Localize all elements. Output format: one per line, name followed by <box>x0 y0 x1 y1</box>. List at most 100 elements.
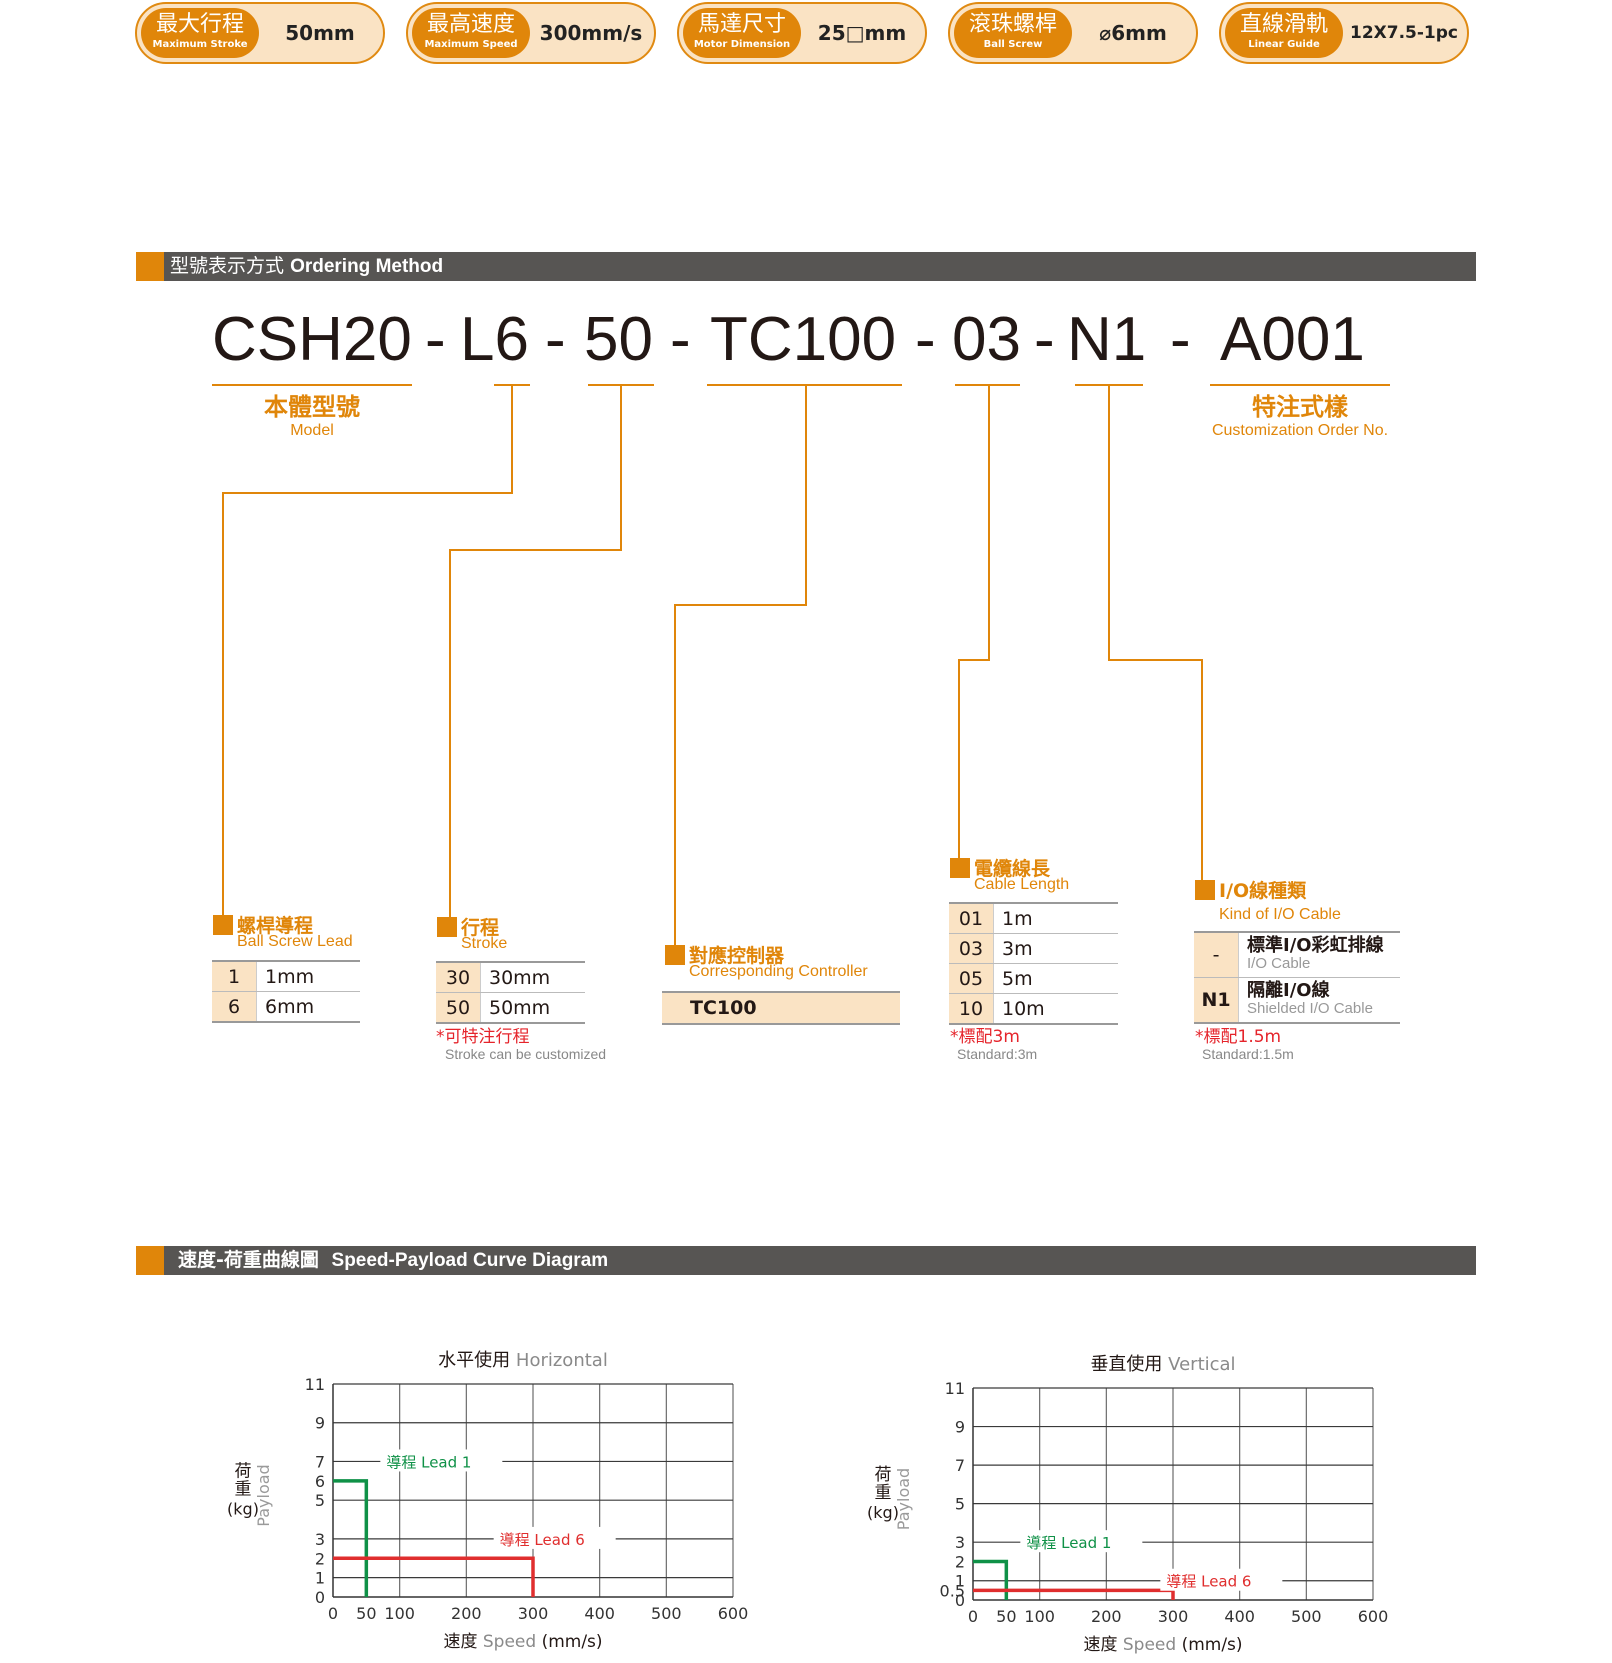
y-tick-label: 5 <box>315 1491 325 1510</box>
code-dash: - <box>545 305 566 374</box>
series-label: 導程 Lead 6 <box>500 1531 585 1549</box>
spec-label: 最高速度 Maximum Speed <box>412 8 530 58</box>
code-dash: - <box>670 305 691 374</box>
connector-lead <box>222 492 224 920</box>
spec-motor-dimension: 馬達尺寸 Motor Dimension 25□mm <box>677 2 927 64</box>
x-axis-label: 速度 Speed (mm/s) <box>1083 1635 1242 1655</box>
code-stroke: 50 <box>584 305 653 374</box>
underline-model <box>212 384 412 386</box>
spec-label: 最大行程 Maximum Stroke <box>141 8 259 58</box>
y-axis-unit: (kg) <box>227 1500 259 1519</box>
series-line <box>333 1556 535 1597</box>
cable-note-en: Standard:3m <box>957 1046 1038 1062</box>
series-label-bg <box>1160 1568 1283 1591</box>
spec-label: 滾珠螺桿 Ball Screw <box>954 8 1072 58</box>
ordering-section-header: 型號表示方式 Ordering Method <box>136 252 1476 281</box>
y-tick-label: 2 <box>315 1549 325 1568</box>
spec-max-speed: 最高速度 Maximum Speed 300mm/s <box>406 2 656 64</box>
series-label-bg <box>493 1526 616 1549</box>
code-custom: A001 <box>1220 305 1365 374</box>
connector-stroke <box>449 549 451 921</box>
spec-value: ⌀6mm <box>1099 21 1167 45</box>
stroke-note-en: Stroke can be customized <box>445 1046 607 1062</box>
code-dash: - <box>1034 305 1055 374</box>
section-accent <box>136 252 164 281</box>
bullet-square <box>1195 880 1215 900</box>
x-axis-label-en: Speed <box>1123 1635 1182 1655</box>
series-label-bg <box>380 1449 503 1472</box>
x-tick-label: 0 <box>968 1607 978 1626</box>
y-axis-label-cn: 重 <box>875 1483 892 1503</box>
y-axis-label-cn: 重 <box>235 1480 252 1500</box>
x-tick-label: 300 <box>1158 1607 1189 1626</box>
code-model: CSH20 <box>212 305 412 374</box>
stroke-note: *可特注行程 <box>436 1027 530 1047</box>
y-axis-unit: (kg) <box>867 1503 899 1522</box>
connector-stroke <box>449 549 622 551</box>
x-tick-label: 200 <box>1091 1607 1122 1626</box>
code-cable: 03 <box>952 305 1021 374</box>
spec-ball-screw: 滾珠螺桿 Ball Screw ⌀6mm <box>948 2 1198 64</box>
section-title-cn: 型號表示方式 <box>170 255 285 277</box>
y-tick-label: 7 <box>315 1452 325 1471</box>
series-line <box>973 1559 1009 1600</box>
y-axis-label-cn: 荷 <box>235 1462 252 1482</box>
x-axis-unit: (mm/s) <box>1182 1635 1243 1655</box>
cable-note: *標配3m <box>950 1027 1020 1047</box>
bullet-square <box>213 915 233 935</box>
x-tick-label: 600 <box>718 1604 749 1623</box>
connector-cable <box>958 659 960 859</box>
y-tick-label: 9 <box>955 1418 965 1437</box>
y-tick-label: 9 <box>315 1414 325 1433</box>
spec-value: 50mm <box>285 21 355 45</box>
x-tick-label: 600 <box>1358 1607 1389 1626</box>
y-axis-label-cn: 荷 <box>875 1465 892 1485</box>
code-controller: TC100 <box>710 305 897 374</box>
x-tick-label: 400 <box>584 1604 615 1623</box>
connector-io <box>1201 659 1203 883</box>
spec-label: 直線滑軌 Linear Guide <box>1225 8 1343 58</box>
x-tick-label: 400 <box>1224 1607 1255 1626</box>
spec-max-stroke: 最大行程 Maximum Stroke 50mm <box>135 2 385 64</box>
code-io: N1 <box>1067 305 1147 374</box>
chart-title-cn: 垂直使用 <box>1090 1354 1168 1375</box>
connector-cable <box>958 659 990 661</box>
series-label: 導程 Lead 1 <box>1026 1534 1111 1552</box>
y-tick-label: 3 <box>955 1533 965 1552</box>
connector-cable <box>988 385 990 661</box>
x-tick-label: 500 <box>651 1604 682 1623</box>
code-dash: - <box>1170 305 1191 374</box>
code-dash: - <box>425 305 446 374</box>
connector-controller <box>674 604 676 948</box>
chart-title-en: Horizontal <box>516 1350 608 1371</box>
y-tick-label: 2 <box>955 1552 965 1571</box>
connector-lead <box>222 492 513 494</box>
spec-linear-guide: 直線滑軌 Linear Guide 12X7.5-1pc <box>1219 2 1469 64</box>
chart-title-en: Vertical <box>1168 1354 1235 1375</box>
section-accent <box>136 1246 164 1275</box>
x-tick-label: 100 <box>384 1604 415 1623</box>
connector-io <box>1108 385 1110 661</box>
x-tick-label: 200 <box>451 1604 482 1623</box>
y-tick-label: 3 <box>315 1530 325 1549</box>
underline-controller <box>707 384 902 386</box>
y-tick-label: 11 <box>945 1379 965 1398</box>
bullet-square <box>950 858 970 878</box>
y-axis-label-en: Payload <box>894 1468 913 1530</box>
bullet-square <box>665 945 685 965</box>
connector-controller <box>674 604 807 606</box>
y-tick-label: 0 <box>315 1588 325 1607</box>
y-tick-label: 5 <box>955 1495 965 1514</box>
x-tick-label: 300 <box>518 1604 549 1623</box>
x-axis-unit: (mm/s) <box>542 1632 603 1652</box>
series-label: 導程 Lead 1 <box>386 1453 471 1471</box>
section-title-en: Ordering Method <box>290 256 444 277</box>
